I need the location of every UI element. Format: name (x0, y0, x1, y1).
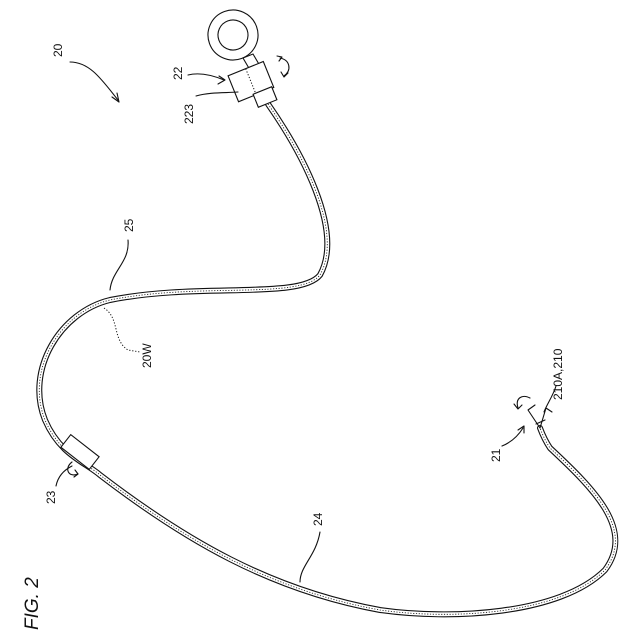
leader-wall (104, 308, 140, 352)
rotate-arrow-coupler (68, 462, 78, 475)
figure-title: FIG. 2 (22, 577, 43, 630)
leader-sheath-lower (300, 532, 320, 582)
label-tip: 21 (489, 448, 503, 462)
leader-slider (196, 92, 238, 96)
tip-pivot (536, 420, 545, 424)
tip (514, 396, 552, 428)
label-tip-element: 210A,210 (551, 348, 565, 400)
leader-sheath-upper (110, 240, 128, 290)
leader-device (70, 62, 118, 100)
label-slider: 223 (182, 104, 196, 124)
cable (39, 104, 615, 614)
label-wall: 20W (140, 343, 154, 368)
label-device: 20 (51, 43, 65, 57)
label-coupler: 23 (44, 490, 58, 504)
tip-jaw-upper (528, 405, 540, 428)
leader-tip (502, 428, 523, 446)
leaders (56, 62, 556, 582)
label-sheath-upper: 25 (122, 218, 136, 232)
rotate-arrow-handle (277, 56, 289, 77)
tip-jaw-lower (540, 408, 552, 428)
labels: 20 22 223 25 20W 23 24 21 210A,210 FIG. … (22, 43, 565, 630)
handle (201, 3, 289, 107)
leader-handle (188, 74, 224, 80)
rotate-arrow-tip (517, 396, 530, 408)
label-sheath-lower: 24 (311, 512, 325, 526)
label-handle: 22 (171, 66, 185, 80)
leader-coupler (56, 466, 72, 486)
